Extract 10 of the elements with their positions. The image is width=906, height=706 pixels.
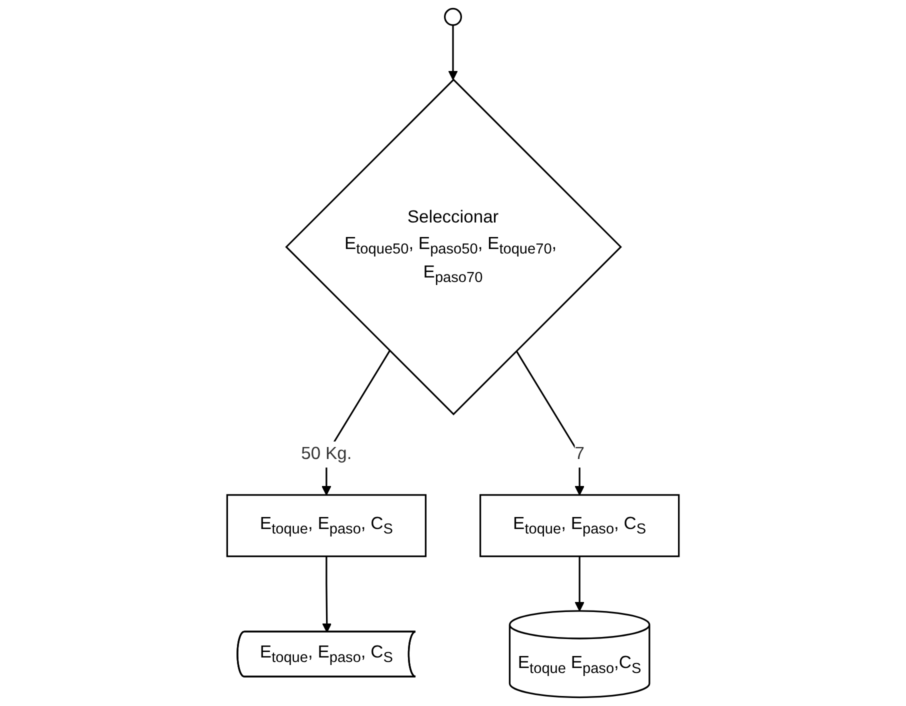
node-box: E$_{toque}$, E$_{paso}$, C$_{S}$ — [226, 494, 427, 558]
node-diamond: Seleccionar E$_{toque50}$, E$_{paso50}$, E$_{toque70}$, E$_{paso70}$ — [285, 78, 622, 416]
node-circle — [444, 8, 462, 26]
node-box: E$_{toque}$, E$_{paso}$, C$_{S}$ — [479, 494, 680, 558]
arrow — [448, 25, 458, 80]
edge-label: 7 — [574, 444, 584, 464]
arrow — [574, 556, 584, 612]
edge-label: 50 Kg. — [301, 444, 352, 464]
arrow — [516, 350, 584, 496]
arrow — [322, 556, 332, 633]
